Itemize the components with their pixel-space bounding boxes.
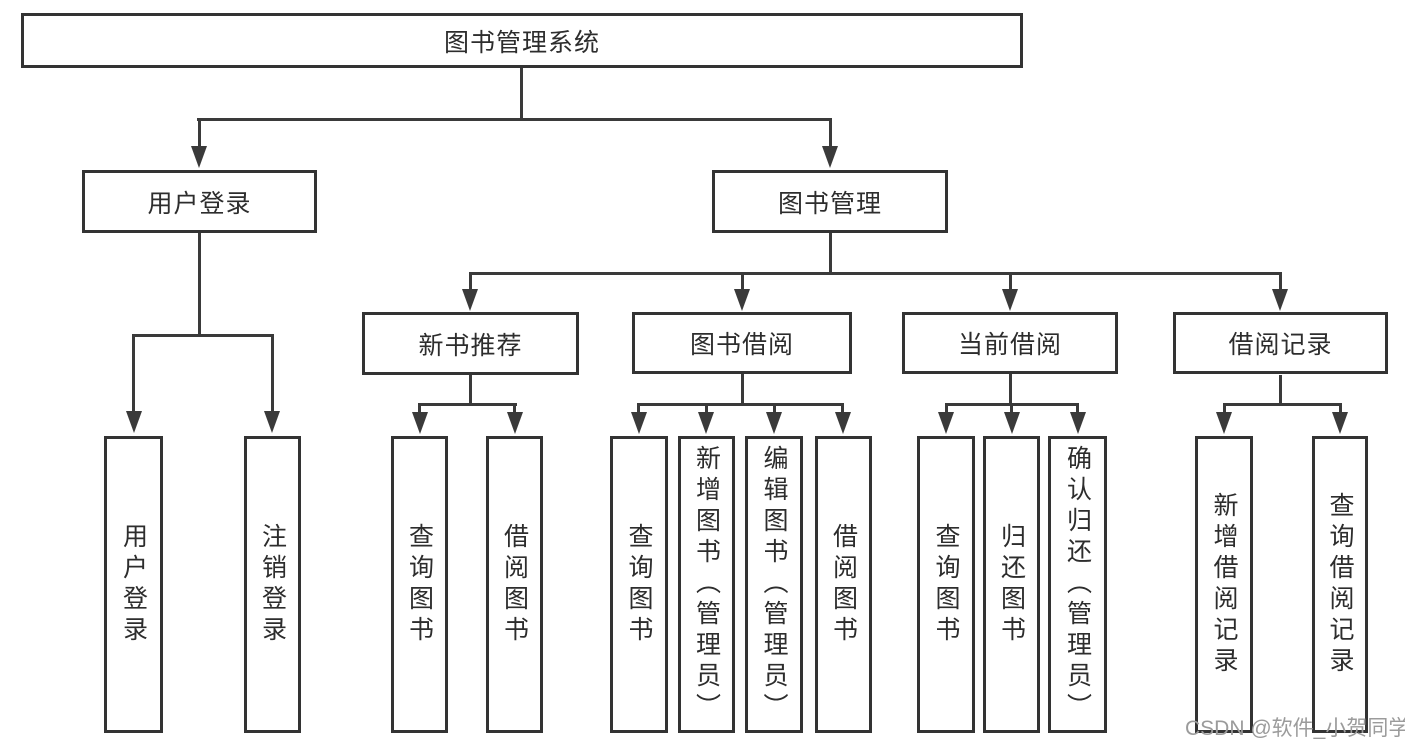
leaf-query-books-current: 查询图书 bbox=[917, 436, 975, 733]
connector-line bbox=[469, 272, 1282, 275]
leaf-user-login: 用户登录 bbox=[104, 436, 163, 733]
arrowhead-down-icon bbox=[822, 146, 838, 168]
connector-line bbox=[637, 403, 843, 406]
connector-line bbox=[1009, 272, 1012, 291]
connector-line bbox=[418, 403, 421, 413]
connector-line bbox=[132, 334, 135, 412]
arrowhead-down-icon bbox=[462, 289, 478, 311]
connector-line bbox=[513, 403, 516, 413]
connector-line bbox=[1279, 272, 1282, 291]
csdn-watermark: CSDN @软件_小贺同学 bbox=[1185, 717, 1405, 740]
connector-line bbox=[132, 334, 274, 337]
connector-line bbox=[841, 403, 844, 413]
node-book-management: 图书管理 bbox=[712, 170, 948, 233]
connector-line bbox=[1223, 403, 1226, 413]
connector-line bbox=[271, 334, 274, 412]
arrowhead-down-icon bbox=[1216, 412, 1232, 434]
arrowhead-down-icon bbox=[507, 412, 523, 434]
connector-line bbox=[705, 403, 708, 413]
leaf-add-borrow-record: 新增借阅记录 bbox=[1195, 436, 1253, 733]
connector-line bbox=[829, 233, 832, 274]
arrowhead-down-icon bbox=[1002, 289, 1018, 311]
arrowhead-down-icon bbox=[766, 412, 782, 434]
leaf-query-books-borrowing: 查询图书 bbox=[610, 436, 668, 733]
arrowhead-down-icon bbox=[938, 412, 954, 434]
node-user-login: 用户登录 bbox=[82, 170, 317, 233]
leaf-return-books: 归还图书 bbox=[983, 436, 1040, 733]
arrowhead-down-icon bbox=[264, 411, 280, 433]
connector-line bbox=[829, 118, 832, 147]
arrowhead-down-icon bbox=[126, 411, 142, 433]
node-root: 图书管理系统 bbox=[21, 13, 1023, 68]
connector-line bbox=[1223, 403, 1342, 406]
leaf-edit-books-admin: 编辑图书（管理员） bbox=[745, 436, 803, 733]
arrowhead-down-icon bbox=[734, 289, 750, 311]
leaf-confirm-return-admin: 确认归还（管理员） bbox=[1048, 436, 1107, 733]
connector-line bbox=[1339, 403, 1342, 413]
arrowhead-down-icon bbox=[1004, 412, 1020, 434]
connector-line bbox=[945, 403, 948, 413]
arrowhead-down-icon bbox=[835, 412, 851, 434]
connector-line bbox=[197, 118, 831, 121]
arrowhead-down-icon bbox=[191, 146, 207, 168]
connector-line bbox=[198, 233, 201, 336]
connector-line bbox=[198, 118, 201, 147]
arrowhead-down-icon bbox=[412, 412, 428, 434]
connector-line bbox=[469, 375, 472, 405]
leaf-add-books-admin: 新增图书（管理员） bbox=[678, 436, 735, 733]
connector-line bbox=[1010, 403, 1013, 413]
leaf-borrow-books-recommend: 借阅图书 bbox=[486, 436, 543, 733]
connector-line bbox=[520, 68, 523, 120]
node-new-book-recommend: 新书推荐 bbox=[362, 312, 579, 375]
connector-line bbox=[469, 272, 472, 291]
node-borrowing-records: 借阅记录 bbox=[1173, 312, 1388, 374]
leaf-borrow-books-borrowing: 借阅图书 bbox=[815, 436, 872, 733]
leaf-query-books-recommend: 查询图书 bbox=[391, 436, 448, 733]
connector-line bbox=[741, 272, 744, 291]
connector-line bbox=[773, 403, 776, 413]
connector-line bbox=[1009, 374, 1012, 405]
arrowhead-down-icon bbox=[1332, 412, 1348, 434]
arrowhead-down-icon bbox=[631, 412, 647, 434]
arrowhead-down-icon bbox=[1070, 412, 1086, 434]
connector-line bbox=[1279, 375, 1282, 405]
connector-line bbox=[418, 403, 517, 406]
connector-line bbox=[1076, 403, 1079, 413]
leaf-logout: 注销登录 bbox=[244, 436, 301, 733]
node-current-borrowing: 当前借阅 bbox=[902, 312, 1118, 374]
arrowhead-down-icon bbox=[1272, 289, 1288, 311]
connector-line bbox=[637, 403, 640, 413]
node-book-borrowing: 图书借阅 bbox=[632, 312, 852, 374]
arrowhead-down-icon bbox=[698, 412, 714, 434]
leaf-query-borrow-record: 查询借阅记录 bbox=[1312, 436, 1368, 733]
connector-line bbox=[741, 374, 744, 405]
